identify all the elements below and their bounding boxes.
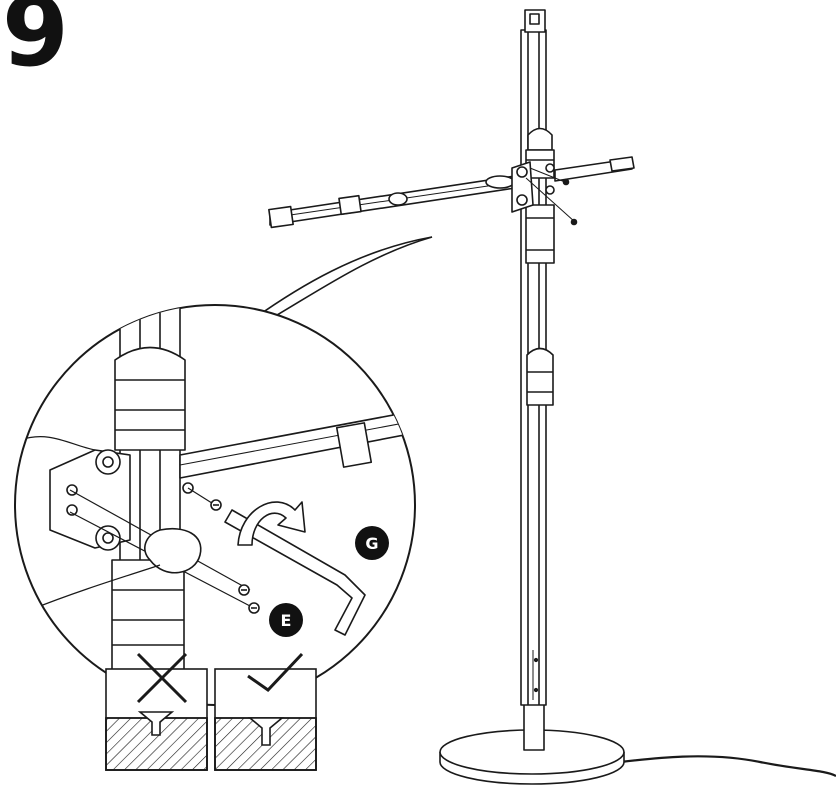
incorrect-screw-panel — [105, 652, 208, 771]
lamp-base — [439, 701, 625, 785]
allen-key-icon — [224, 509, 366, 636]
pole-clamp-lower — [525, 204, 555, 264]
lamp-arm — [268, 156, 635, 229]
zoom-callout-pointer — [244, 236, 433, 326]
pole-clamp-middle — [526, 347, 554, 406]
screw-guide-line — [525, 177, 576, 223]
zoom-detail-content — [19, 305, 415, 705]
callout-badge-e: E — [269, 603, 303, 637]
screw-icon — [248, 602, 260, 614]
floor-lamp — [268, 9, 836, 785]
arm-bracket — [511, 161, 555, 213]
power-cord — [594, 755, 836, 777]
callout-label-g: G — [365, 534, 378, 553]
step-number: 9 — [2, 0, 69, 88]
correct-screw-panel — [214, 652, 317, 771]
screw-icon — [570, 218, 578, 226]
rotate-arrow-icon — [237, 501, 306, 546]
callout-badge-g: G — [355, 526, 389, 560]
callout-label-e: E — [281, 611, 292, 630]
cross-mark-icon — [136, 652, 188, 704]
check-mark-icon — [247, 652, 304, 692]
screw-icon — [562, 178, 570, 186]
screw-icon — [238, 584, 250, 596]
screw-icon — [210, 499, 222, 511]
